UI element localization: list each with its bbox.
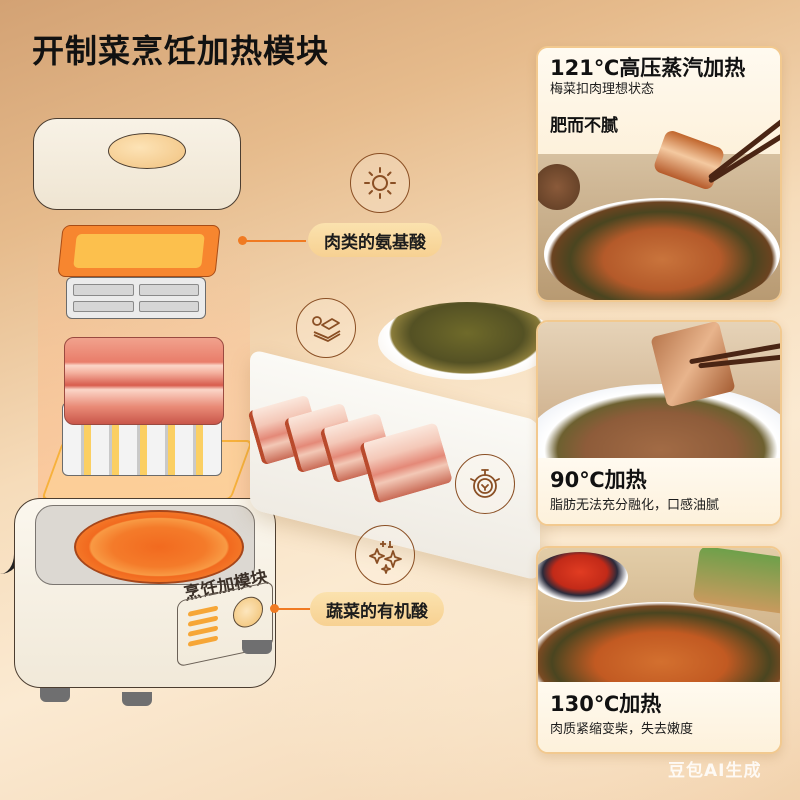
watermark: 豆包AI生成 [668, 761, 762, 781]
card-heading: 90℃加热 [550, 468, 647, 492]
callout-amino-acids: 肉类的氨基酸 [308, 223, 442, 257]
card-extra: 肥而不腻 [550, 116, 618, 137]
sparkle-icon [355, 525, 415, 585]
card-photo-overcooked [538, 548, 780, 722]
vent-slot [188, 625, 218, 637]
temperature-dial[interactable] [233, 593, 263, 631]
vent-slot [188, 615, 218, 627]
card-text: 130℃加热 肉质紧缩变柴，失去嫩度 [538, 682, 780, 752]
vent-slot [188, 605, 218, 617]
device-foot [40, 688, 70, 702]
gear-leaf-icon [455, 454, 515, 514]
vegetable-tray [692, 548, 780, 615]
card-121c: 121℃高压蒸汽加热 梅菜扣肉理想状态 肥而不腻 [536, 46, 782, 302]
lid-knob [108, 133, 186, 169]
heating-plate-layer [57, 225, 221, 277]
card-subheading: 脂肪无法充分融化，口感油腻 [550, 498, 720, 514]
tomato-bowl [538, 552, 628, 602]
mushroom [538, 164, 580, 210]
sun-icon [350, 153, 410, 213]
card-photo-greasy [538, 322, 780, 494]
pork-belly-block [64, 337, 224, 425]
card-text: 90℃加热 脂肪无法充分融化，口感油腻 [538, 458, 780, 524]
braised-pork-plate [544, 198, 780, 300]
grid-tray-layer [66, 277, 206, 319]
layers-icon [296, 298, 356, 358]
card-photo-ideal [538, 154, 780, 300]
preserved-vegetable-bowl [378, 302, 556, 380]
card-heading: 121℃高压蒸汽加热 [550, 56, 746, 80]
leader-line [276, 608, 310, 610]
device-base: 烹饪加模块 [14, 498, 276, 688]
device-foot [242, 640, 272, 654]
card-subheading: 梅菜扣肉理想状态 [550, 82, 655, 98]
induction-burner [74, 510, 244, 584]
device-lid [33, 118, 241, 210]
base-top-surface [35, 505, 255, 585]
card-130c: 130℃加热 肉质紧缩变柴，失去嫩度 [536, 546, 782, 754]
leader-line [244, 240, 306, 242]
vent-slot [188, 635, 218, 647]
card-heading: 130℃加热 [550, 692, 662, 716]
leader-dot [270, 604, 279, 613]
card-subheading: 肉质紧缩变柴，失去嫩度 [550, 722, 694, 738]
page-title: 开制菜烹饪加热模块 [32, 32, 330, 70]
leader-dot [238, 236, 247, 245]
card-90c: 90℃加热 脂肪无法充分融化，口感油腻 [536, 320, 782, 526]
card-text: 121℃高压蒸汽加热 梅菜扣肉理想状态 肥而不腻 [538, 48, 780, 154]
device-foot [122, 692, 152, 706]
callout-organic-acids: 蔬菜的有机酸 [310, 592, 444, 626]
